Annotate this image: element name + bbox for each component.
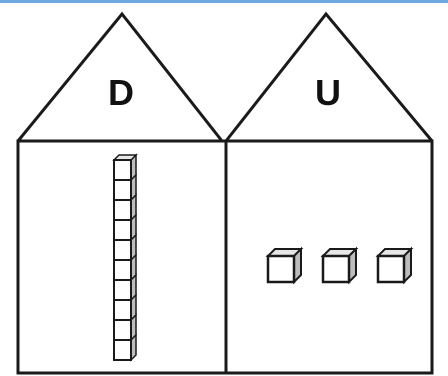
- unit-cube: [268, 256, 294, 282]
- tens-rod-group: [114, 155, 136, 360]
- tens-rod-segment: [114, 300, 131, 320]
- unit-cubes-group: [268, 249, 411, 282]
- tens-rod-segment: [114, 240, 131, 260]
- unit-cube: [378, 256, 404, 282]
- tens-rod-segment: [114, 260, 131, 280]
- tens-rod-segment: [114, 160, 131, 180]
- tens-house-label: D: [108, 75, 134, 111]
- tens-rod-segment: [114, 340, 131, 360]
- tens-rod-segment: [114, 220, 131, 240]
- tens-rod-segment: [114, 180, 131, 200]
- tens-rod-segment: [114, 320, 131, 340]
- tens-rod-segment: [114, 280, 131, 300]
- tens-rod-segment: [114, 200, 131, 220]
- unit-cube: [323, 256, 349, 282]
- top-border: [0, 0, 448, 3]
- units-house-label: U: [315, 75, 341, 111]
